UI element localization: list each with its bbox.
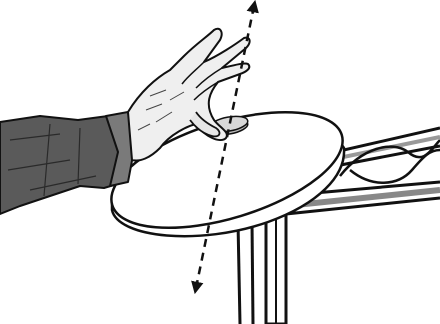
vertical-motion-arrow-icon	[191, 0, 259, 295]
cable-icon	[339, 139, 440, 184]
